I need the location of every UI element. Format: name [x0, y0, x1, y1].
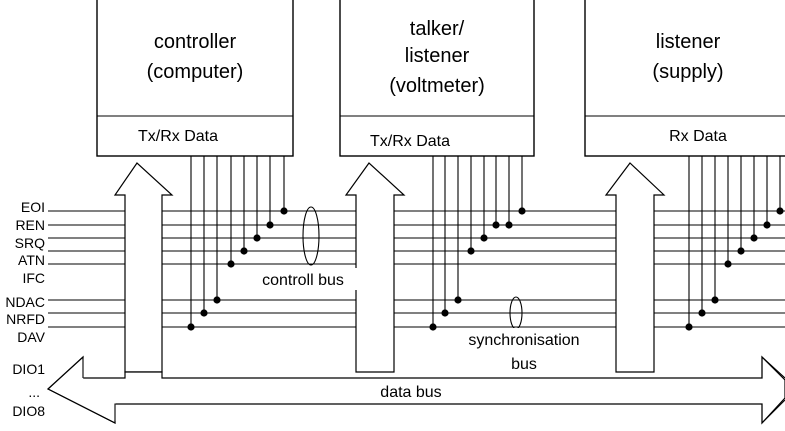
talker-title-line3: (voltmeter)	[389, 75, 485, 97]
listener-box	[584, 0, 785, 157]
controller-title-line2: (computer)	[147, 61, 244, 83]
control-bus-label-bg	[247, 268, 359, 290]
junction-dot-11	[454, 296, 462, 304]
junction-dot-4	[227, 260, 235, 268]
junction-dot-20	[724, 260, 732, 268]
junction-dot-21	[737, 247, 745, 255]
data-label-dio8: DIO8	[12, 403, 45, 419]
bus-taps	[187, 156, 784, 331]
talker-data-label: Tx/Rx Data	[370, 133, 450, 150]
controller-title-line1: controller	[154, 31, 237, 53]
data-bus-label: data bus	[380, 384, 441, 401]
junction-dot-3	[213, 296, 221, 304]
vertical-data-arrows	[113, 162, 666, 373]
listener-title-line1: listener	[656, 31, 721, 53]
signal-label-ren: REN	[15, 217, 45, 233]
listener-data-arrow	[604, 162, 666, 373]
sync-bus-label-bg	[443, 328, 607, 372]
junction-dot-17	[685, 323, 693, 331]
junction-dot-13	[480, 234, 488, 242]
junction-dot-23	[763, 221, 771, 229]
controller-box	[96, 0, 294, 157]
talker-box	[339, 0, 535, 157]
junction-dot-9	[429, 323, 437, 331]
signal-label-eoi: EOI	[21, 199, 45, 215]
sync-bus-label-line2: bus	[511, 356, 537, 373]
listener-title-line2: (supply)	[652, 61, 723, 83]
junction-dot-8	[280, 207, 288, 215]
junction-dot-7	[266, 221, 274, 229]
signal-label-srq: SRQ	[15, 235, 45, 251]
junction-dot-1	[187, 323, 195, 331]
control-bus-label: controll bus	[262, 272, 344, 289]
junction-dot-5	[240, 247, 248, 255]
bus-labels: controll bus synchronisation bus data bu…	[247, 268, 607, 401]
controller-data-arrow	[113, 162, 174, 373]
signal-label-nrfd: NRFD	[6, 311, 45, 327]
signal-labels: EOI REN SRQ ATN IFC NDAC NRFD DAV DIO1 .…	[5, 199, 45, 419]
data-bus-outline-lower	[47, 355, 785, 425]
junction-dot-12	[467, 247, 475, 255]
junction-dot-14	[492, 221, 500, 229]
device-talker-listener: talker/ listener (voltmeter) Tx/Rx Data	[339, 0, 535, 157]
data-bus-outline-right	[654, 355, 785, 379]
data-label-ellipsis: ...	[28, 384, 40, 400]
junction-dot-10	[441, 309, 449, 317]
junction-dot-15	[505, 221, 513, 229]
junction-dot-2	[200, 309, 208, 317]
junction-dot-19	[711, 296, 719, 304]
listener-data-label: Rx Data	[669, 128, 727, 145]
junction-dot-18	[698, 309, 706, 317]
device-listener: listener (supply) Rx Data	[584, 0, 785, 157]
sync-bus-label-line1: synchronisation	[468, 332, 579, 349]
control-bus-ellipse	[302, 206, 320, 266]
talker-title-line2: listener	[405, 45, 470, 67]
talker-data-arrow	[344, 162, 406, 373]
data-label-dio1: DIO1	[12, 361, 45, 377]
data-bus-outline	[47, 355, 785, 425]
talker-title-line1: talker/	[410, 18, 465, 40]
signal-label-atn: ATN	[18, 252, 45, 268]
data-bus-fill	[50, 358, 761, 421]
signal-label-ifc: IFC	[22, 270, 45, 286]
signal-label-dav: DAV	[17, 329, 45, 345]
junction-dot-6	[253, 234, 261, 242]
signal-label-ndac: NDAC	[5, 294, 45, 310]
controller-data-label: Tx/Rx Data	[138, 128, 218, 145]
bus-lines	[48, 210, 785, 328]
junction-dot-24	[776, 207, 784, 215]
junction-dot-22	[750, 234, 758, 242]
junction-dot-16	[518, 207, 526, 215]
device-controller: controller (computer) Tx/Rx Data	[96, 0, 294, 157]
